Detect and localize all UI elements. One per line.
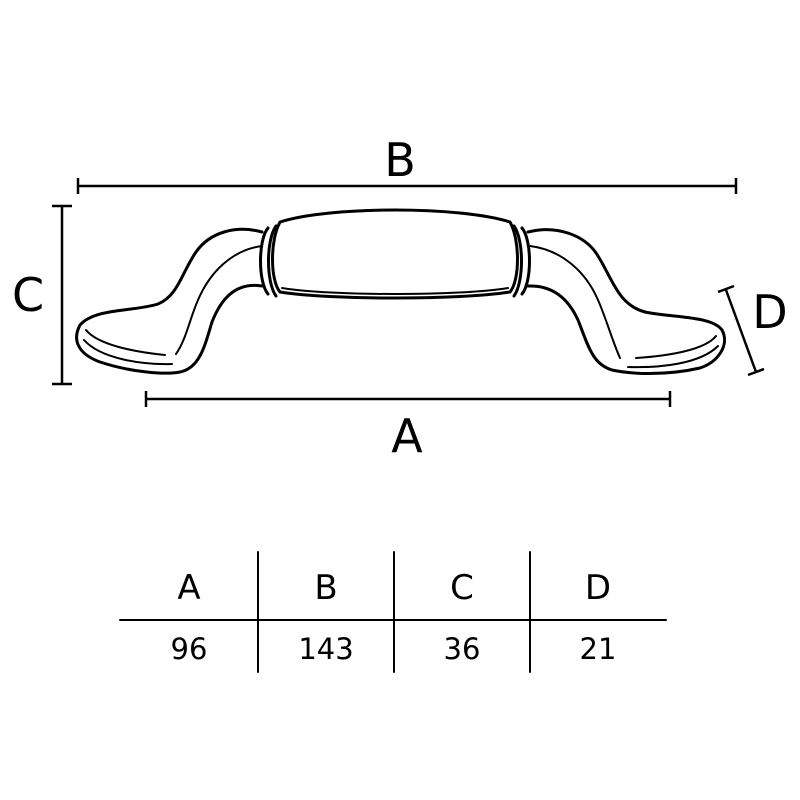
handle-outer-contour <box>75 227 264 375</box>
table-value-c: 36 <box>444 632 481 666</box>
table-header-d: D <box>585 568 611 608</box>
dimension-d-tick-bottom <box>747 367 765 377</box>
dimension-b-label: B <box>384 133 416 187</box>
right-ferrule-inner <box>512 224 523 298</box>
table-value-d: 21 <box>580 632 617 666</box>
dimension-a-label: A <box>391 409 423 463</box>
dimensions-table: A B C D 96 143 36 21 <box>119 551 667 673</box>
left-ferrule-inner <box>267 224 278 298</box>
handle-outer-contour-right <box>526 228 726 375</box>
barrel-shadow-line <box>281 287 509 295</box>
table-value-b: 143 <box>298 632 353 666</box>
dimension-c: C <box>12 204 72 386</box>
dimension-d-tick-top <box>717 284 735 294</box>
dimension-b: B <box>76 133 738 194</box>
dimension-c-label: C <box>12 268 44 322</box>
right-foot-inner-line-2 <box>627 345 719 369</box>
table-header-c: C <box>450 568 474 608</box>
left-bow-inner-line <box>175 245 263 355</box>
left-ferrule <box>259 226 270 296</box>
dimension-d: D <box>717 284 788 377</box>
left-foot-inner-line-2 <box>83 339 173 366</box>
table-header-a: A <box>177 568 200 608</box>
table-value-a: 96 <box>171 632 208 666</box>
dimension-a: A <box>144 391 672 463</box>
cabinet-handle-outline <box>75 208 726 375</box>
dimension-d-label: D <box>752 285 787 339</box>
left-foot-inner-line <box>85 329 166 356</box>
right-ferrule <box>520 226 531 296</box>
right-bow-inner-line <box>529 245 621 359</box>
table-header-b: B <box>314 568 337 608</box>
dimension-d-line <box>724 289 758 373</box>
right-foot-inner-line <box>635 335 717 359</box>
handle-barrel <box>271 208 519 300</box>
